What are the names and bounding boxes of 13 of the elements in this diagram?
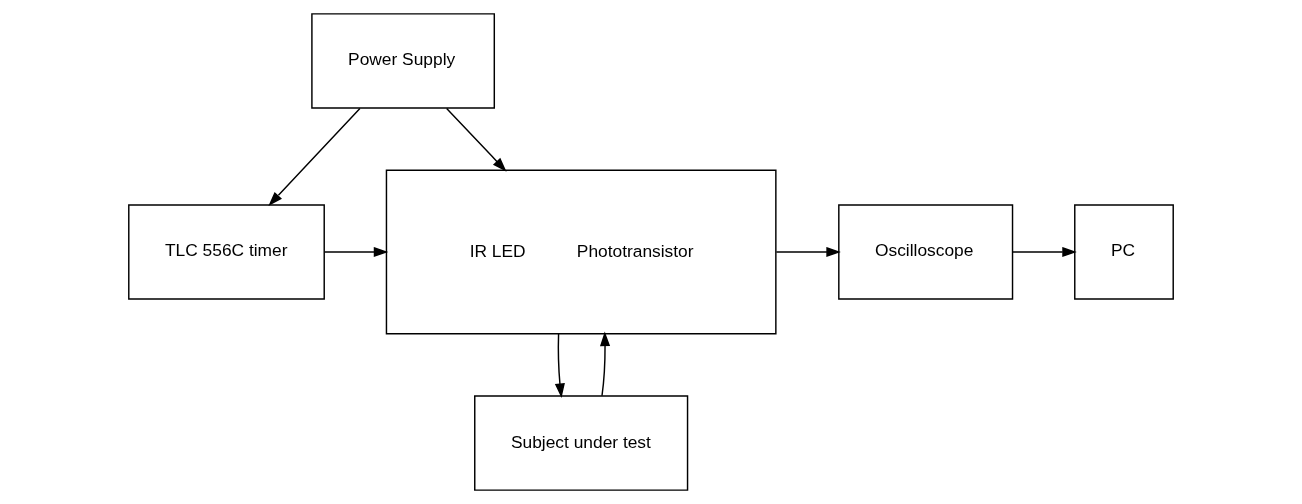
- node-box: Power Supply: [311, 13, 496, 109]
- arrow: [323, 246, 389, 258]
- arrow: [1011, 246, 1077, 258]
- node-box: TLC 556C timer: [128, 204, 325, 300]
- arrow: [554, 333, 565, 398]
- arrow: [599, 331, 611, 397]
- node-box: Oscilloscope: [838, 204, 1014, 300]
- node-box: Subject under test: [474, 395, 689, 491]
- node-box: PC: [1074, 204, 1174, 300]
- node-box: IR LED Phototransistor: [385, 169, 777, 335]
- arrow: [775, 246, 841, 258]
- arrow: [445, 107, 507, 172]
- arrow: [268, 107, 361, 206]
